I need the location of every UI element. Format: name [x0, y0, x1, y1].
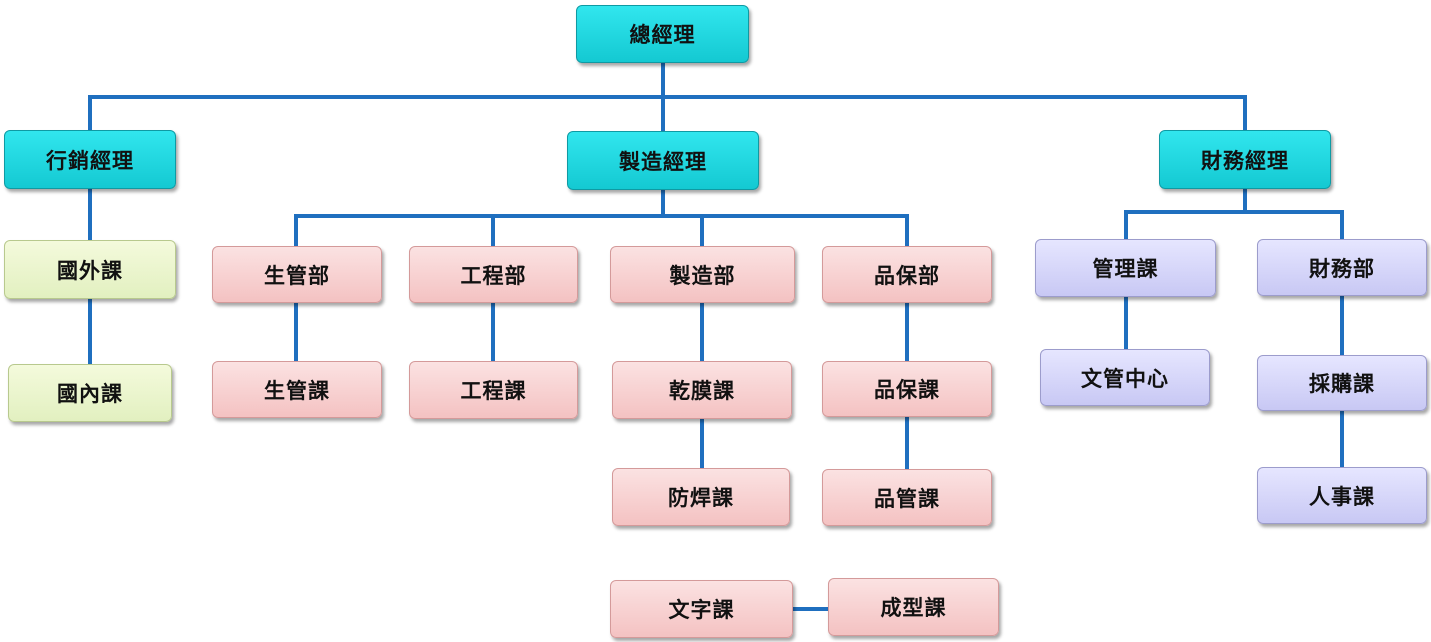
node-dry-film-section: 乾膜課 [612, 361, 792, 419]
node-finance-manager: 財務經理 [1159, 130, 1331, 189]
node-legend-section: 文字課 [610, 580, 793, 638]
node-management-section: 管理課 [1035, 239, 1216, 297]
node-production-control-section: 生管課 [212, 361, 382, 418]
node-hr-section: 人事課 [1257, 467, 1427, 524]
node-foreign-section: 國外課 [4, 240, 176, 299]
connector-finance [1124, 186, 1344, 241]
node-qc-section: 品管課 [822, 469, 992, 526]
node-engineering-dept: 工程部 [409, 246, 578, 303]
node-molding-section: 成型課 [828, 578, 999, 636]
node-manufacturing-manager: 製造經理 [567, 131, 759, 190]
node-gm: 總經理 [576, 5, 749, 63]
node-domestic-section: 國內課 [8, 364, 172, 422]
node-qa-dept: 品保部 [822, 246, 992, 303]
node-production-control-dept: 生管部 [212, 246, 382, 303]
node-finance-dept: 財務部 [1257, 239, 1427, 296]
connector-gm-managers [88, 60, 1247, 133]
connector-manufacturing [294, 187, 909, 248]
node-marketing-manager: 行銷經理 [4, 130, 176, 189]
node-purchasing-section: 採購課 [1257, 355, 1427, 411]
node-engineering-section: 工程課 [409, 361, 578, 419]
node-solder-mask-section: 防焊課 [612, 468, 790, 526]
node-document-center: 文管中心 [1040, 349, 1210, 406]
node-manufacturing-dept: 製造部 [610, 246, 795, 303]
node-qa-section: 品保課 [822, 361, 992, 417]
